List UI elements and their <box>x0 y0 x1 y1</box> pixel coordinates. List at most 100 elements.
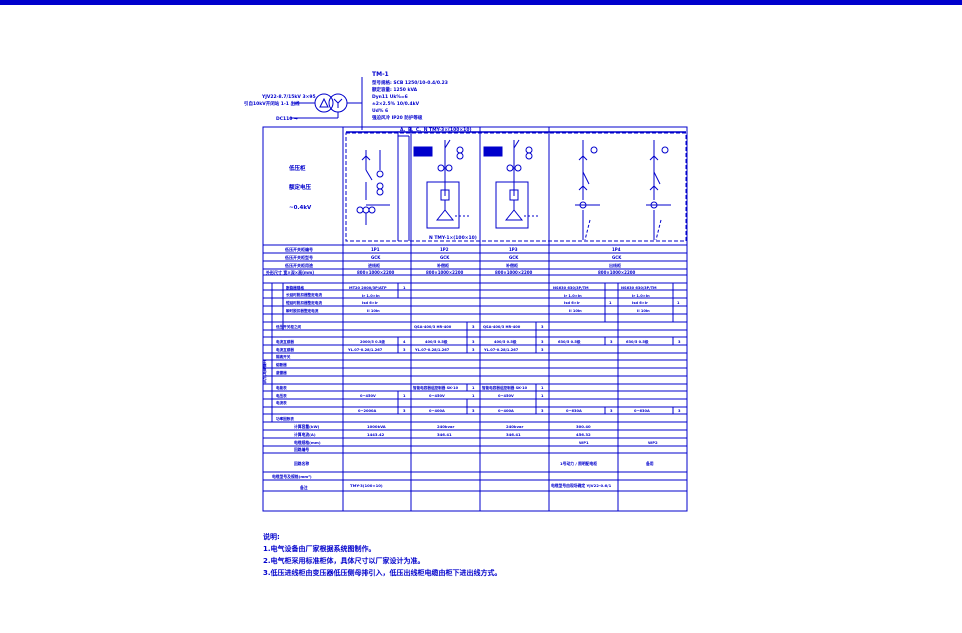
top-border-bar <box>0 0 962 5</box>
schedule-table-frame <box>262 126 688 512</box>
side-label: 主要电气元件 <box>263 359 268 385</box>
cell: 1 <box>472 394 475 398</box>
cell: 3 <box>403 348 406 352</box>
notes-block: 说明: 1.电气设备由厂家根据系统图制作。 2.电气柜采用标准柜体，具体尺寸以厂… <box>263 531 502 579</box>
row-label: 电缆规格(mm) <box>294 440 321 445</box>
transformer-primary-winding <box>314 93 334 113</box>
cell: Ii 10In <box>367 309 380 313</box>
cell: WP1 <box>579 440 589 445</box>
cell: 3 <box>541 340 544 344</box>
cell: 电缆型号由现场确定 YJV22-0.6/1 <box>551 483 612 488</box>
busbar-top-label: A、B、C、N TMY-3×(100×10) <box>400 127 472 133</box>
cell: Ir 1.0×In <box>362 294 380 298</box>
cell: 0~400A <box>498 409 514 413</box>
row-label: 避雷器 <box>275 370 287 375</box>
cell: 800×1000×2200 <box>598 270 636 275</box>
cell: 补偿柜 <box>436 262 449 268</box>
capacitor-branch-1-symbol <box>413 139 470 229</box>
feeder-2-symbol <box>646 140 671 241</box>
cell: 1P3 <box>509 247 518 252</box>
cell: 1 <box>472 386 475 390</box>
cell: YL.07-0.28/1.267 <box>347 348 383 352</box>
cell: 1 <box>403 394 406 398</box>
left-panel-title: 低压柜 <box>288 164 306 172</box>
note-item: 3.低压进线柜由变压器低压侧母排引入，低压出线柜电缆由柜下进出线方式。 <box>263 569 502 577</box>
cell: 1 <box>609 301 612 305</box>
notes-title: 说明: <box>263 533 280 541</box>
cell: 1 <box>677 301 680 305</box>
cell: 3 <box>472 348 475 352</box>
cell: GCK <box>371 255 381 260</box>
cell: 3 <box>541 348 544 352</box>
cell: 3 <box>541 325 544 329</box>
row-label: 计算电流(A) <box>294 432 316 437</box>
transformer-spec-5: Ud% 6 <box>372 108 388 114</box>
transformer-spec-3: Dyn11 Uk%=6 <box>372 94 408 100</box>
cell: 3 <box>472 340 475 344</box>
cell: 出线柜 <box>609 262 621 268</box>
cell: YL.07-0.28/1.267 <box>414 348 450 352</box>
cell: 400/5 0.5级 <box>494 339 517 344</box>
cell: 0~450V <box>429 394 445 398</box>
cell: 4 <box>403 340 406 344</box>
cell: 630/5 0.5级 <box>626 339 649 344</box>
row-label: 低压开关柜型号 <box>284 254 313 260</box>
note-item: 1.电气设备由厂家根据系统图制作。 <box>263 545 376 553</box>
cell: 智能电容器组控制器 SK-10 <box>481 385 528 390</box>
cell: 2000/5 0.5级 <box>360 339 385 344</box>
cell: 0~450V <box>360 394 376 398</box>
cell: GCK <box>440 255 450 260</box>
left-panel-voltage-label: 额定电压 <box>289 183 312 191</box>
transformer-spec-2: 额定容量: 1250 kVA <box>372 86 418 93</box>
cell: Isd 6×Ir <box>632 301 648 305</box>
busbar-bottom-label: N TMY-1×(100×10) <box>429 235 477 241</box>
row-label: 功率因数表 <box>276 416 294 421</box>
cell: 240kvar <box>437 424 454 429</box>
row-label: 备注 <box>299 485 308 490</box>
cell: Ir 1.0×In <box>564 294 582 298</box>
incoming-breaker-symbol <box>356 150 390 225</box>
cell: 3 <box>472 325 475 329</box>
cell: GCK <box>509 255 519 260</box>
hv-cable-label: YJV22-8.7/15kV 3×95 <box>261 94 316 100</box>
note-item: 2.电气柜采用标准柜体，具体尺寸以厂家设计为准。 <box>263 557 425 565</box>
dc-label: DC110 → <box>276 116 298 122</box>
cell: 1号动力 / 照明配电柜 <box>560 461 597 466</box>
left-panel-voltage: ~0.4kV <box>289 205 312 211</box>
cell: 进线柜 <box>368 262 380 268</box>
row-label: 外形尺寸 宽×深×高(mm) <box>265 269 314 275</box>
cell: QSA-400/3 HR-400 <box>483 325 521 329</box>
row-label: 电能表 <box>276 385 287 390</box>
row-label: 瞬时脱扣器整定电流 <box>286 308 319 313</box>
wye-winding-icon <box>333 98 343 108</box>
row-label: 电流互感器 <box>276 347 294 352</box>
cell: 630/5 0.5级 <box>558 339 581 344</box>
cell: NS630 630/3P/TM <box>621 286 657 290</box>
cell: 3 <box>403 409 406 413</box>
cell: 800×1000×2200 <box>357 270 395 275</box>
row-label: 长延时脱扣器整定电流 <box>286 292 322 297</box>
panel-dashed-frame <box>345 132 687 242</box>
feeder-1-symbol <box>575 140 600 241</box>
transformer-spec-1: 型号规格: SCB 1250/10-0.4/0.23 <box>372 79 448 86</box>
row-label: 隔离开关 <box>276 354 291 359</box>
cell: 0~630A <box>566 409 582 413</box>
cell: MT20 2000/3P/ATP <box>349 286 387 290</box>
row-label: 计算容量(kW) <box>294 424 320 429</box>
cell: 1 <box>541 386 544 390</box>
cell: 3 <box>678 340 681 344</box>
cell: 1P2 <box>440 247 449 252</box>
row-label: 低压开关柜编号 <box>284 246 313 252</box>
row-label: 低压开关柜用途 <box>284 262 313 268</box>
row-label: 熔断器 <box>276 362 287 367</box>
cell: 400/5 0.5级 <box>425 339 448 344</box>
capacitor-branch-2-symbol <box>483 139 540 229</box>
cell: 1P1 <box>371 247 380 252</box>
cell: 备用 <box>645 461 654 466</box>
cell: 1 <box>541 394 544 398</box>
cell: 智能电容器组控制器 SK-10 <box>412 385 459 390</box>
cell: WP2 <box>648 440 658 445</box>
cell: Ii 10In <box>637 309 650 313</box>
delta-winding-icon <box>319 97 329 108</box>
cell: 1 <box>403 286 406 290</box>
